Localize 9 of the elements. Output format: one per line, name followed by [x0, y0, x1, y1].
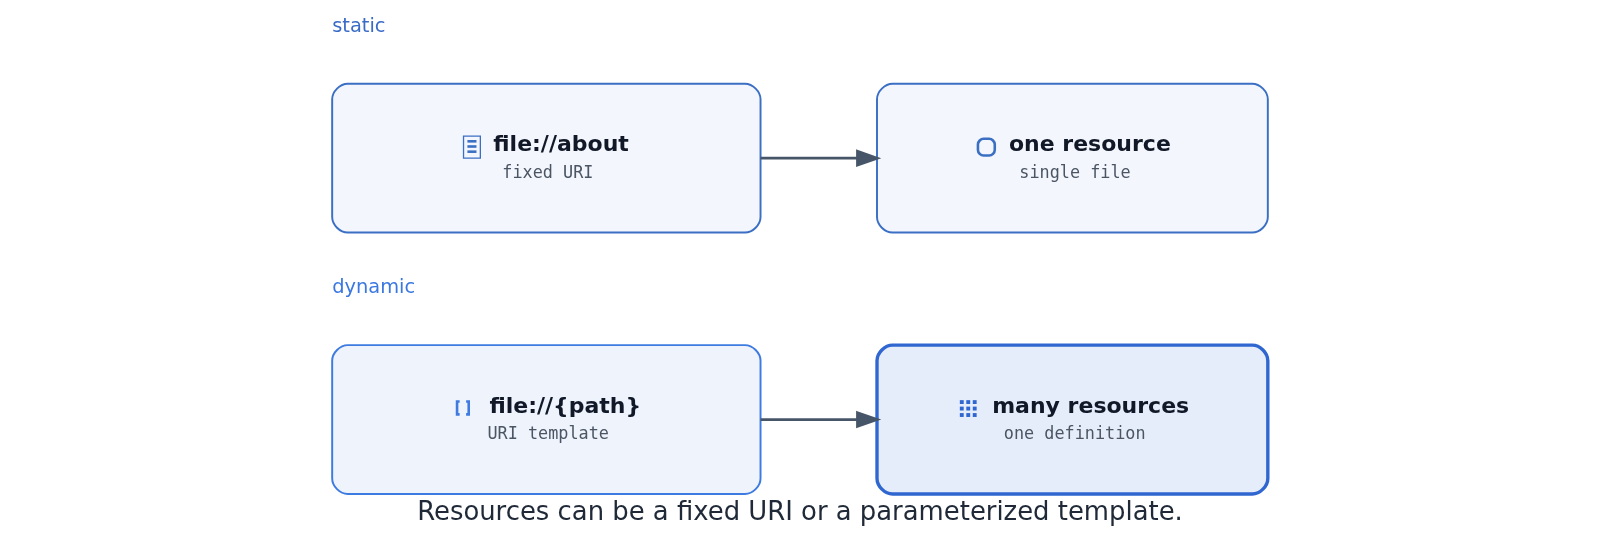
caption: Resources can be a fixed URI or a parameterized template.	[417, 495, 1183, 526]
node-box: file://about fixed URI	[331, 82, 762, 234]
label: dynamic	[332, 275, 416, 299]
node-box: file://{path} URI template	[331, 344, 762, 495]
label: static	[332, 13, 386, 37]
node-box: many resources one definition	[875, 343, 1270, 496]
node-box: one resource single file	[876, 82, 1269, 234]
arrow	[760, 410, 882, 429]
arrow	[760, 149, 882, 167]
